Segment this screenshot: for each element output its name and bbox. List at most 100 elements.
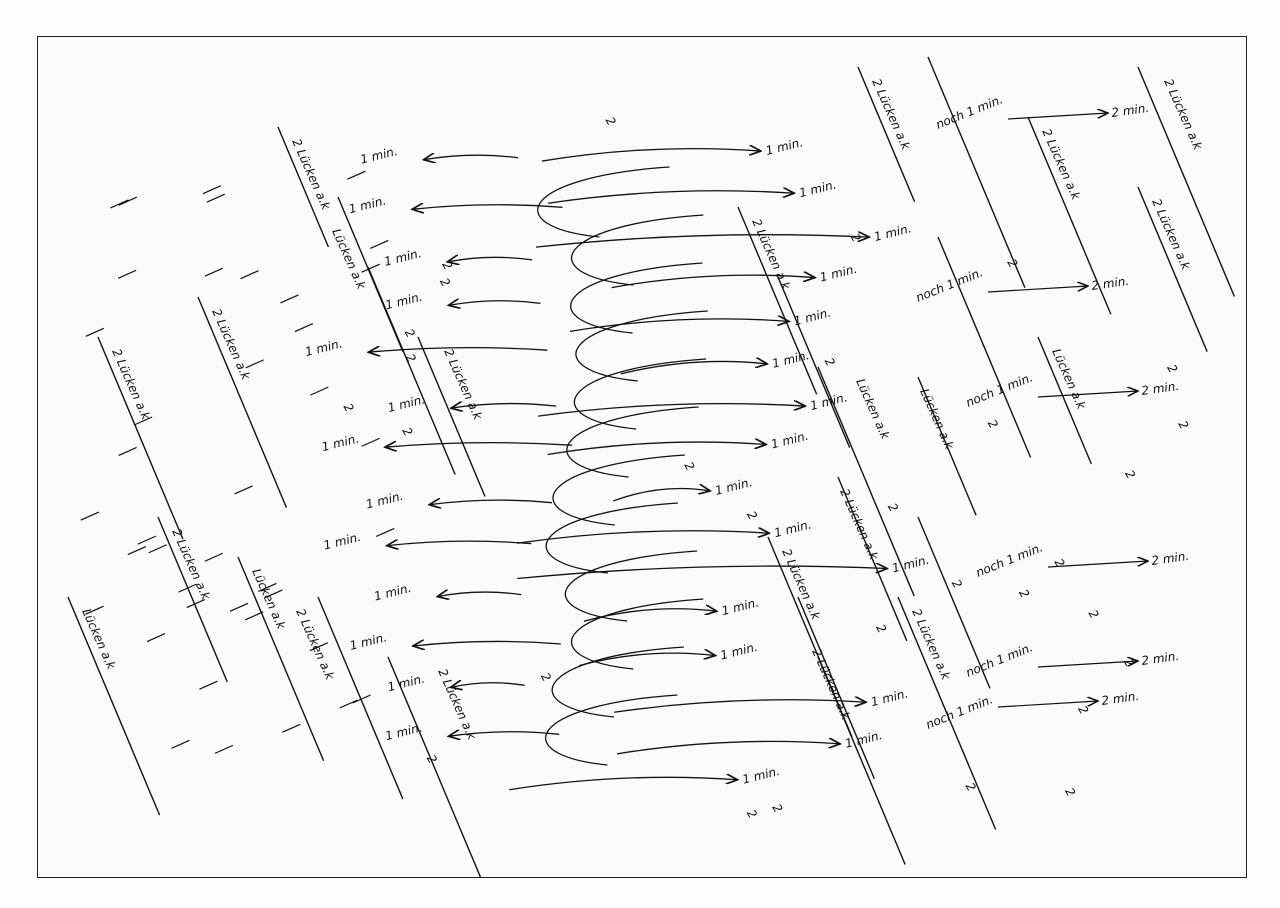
handwritten-label: 2 [873,622,889,636]
handwritten-label: 1 min. [873,221,913,244]
dash-mark [199,680,218,690]
handwritten-label: 2 Lücken a.k [209,307,253,383]
arrow-right [613,488,710,502]
handwritten-label: 1 min. [798,177,838,200]
handwritten-label: Lücken a.k [917,387,957,453]
handwritten-label: 2 [1122,468,1138,482]
handwritten-label: 1 min. [792,305,832,328]
handwritten-label: 2 min. [1090,274,1129,293]
diagonal-stroke [97,336,184,540]
handwritten-label: 2 [1004,256,1020,270]
diagonal-stroke [1137,66,1236,297]
dash-mark [148,544,167,554]
arrow-right [997,701,1098,708]
loop-curve [571,214,704,286]
handwritten-label: 2 Lücken a.k [441,347,485,423]
dash-mark [133,416,153,426]
handwritten-label: noch 1 min. [924,692,995,732]
diagonal-stroke [1037,336,1093,465]
loop-curve [571,598,704,670]
dash-mark [229,602,249,612]
loop-curve [545,502,678,574]
diagonal-stroke [1027,116,1112,315]
handwritten-label: 1 min. [347,193,387,216]
dash-mark [204,267,224,277]
handwritten-label: Lücken a.k [329,227,369,293]
handwritten-label: 2 min. [1100,689,1139,708]
handwritten-label: 2 [769,802,785,816]
diagonal-stroke [387,656,482,877]
handwritten-label: 1 min. [773,517,813,540]
handwritten-label: 1 min. [384,290,424,313]
dash-mark [204,552,224,562]
diagonal-stroke [817,366,915,597]
handwritten-label: 2 [1164,362,1180,376]
handwritten-label: 2 Lücken a.k [169,527,213,603]
graphic-score-sheet: noch 1 min.2 min.noch 1 min.2 min.noch 1… [37,36,1247,878]
handwritten-label: 2 [744,807,760,821]
dash-mark [117,269,137,279]
handwritten-label: 2 [341,401,357,415]
handwritten-label: 1 min. [386,392,426,415]
dash-mark [264,589,283,599]
handwritten-label: 2 [403,351,419,365]
handwritten-label: 2 [848,231,864,245]
dash-mark [294,322,314,333]
dash-mark [118,196,138,206]
dash-mark [361,263,380,273]
handwritten-label: 1 min. [304,336,344,359]
diagonal-stroke [237,556,325,762]
arrow-left [451,683,525,688]
handwritten-label: 1 min. [891,553,931,576]
arrow-left [424,155,519,160]
handwritten-label: 2 Lücken a.k [837,487,881,563]
diagonal-stroke [897,596,997,830]
handwritten-label: 1 min. [869,686,909,709]
dash-mark [214,744,234,754]
loop-curve [552,454,685,526]
handwritten-label: 2 [963,780,979,794]
dash-mark [240,270,259,280]
dash-mark [171,739,190,749]
diagonal-stroke [917,376,977,516]
handwritten-label: 2 Lücken a.k [909,607,953,683]
dash-mark [339,699,358,709]
arrow-right [541,149,761,162]
arrow-left [412,205,563,210]
diagonal-stroke [857,66,916,203]
diagonal-stroke [777,276,851,448]
dash-mark [370,239,389,250]
handwritten-label: 2 Lücken a.k [869,77,913,153]
handwritten-label: 2 [822,355,838,369]
diagonal-stroke [67,596,161,816]
handwritten-label: 1 min. [714,475,754,498]
handwritten-label: 2 [402,326,418,340]
handwritten-label: 2 [1052,556,1068,570]
dash-mark [245,359,264,369]
handwritten-label: 2 min. [1110,101,1149,120]
handwritten-label: 2 [399,425,415,439]
diagonal-stroke [1137,186,1208,352]
arrow-right [583,609,717,622]
loop-curve [566,406,699,478]
arrow-right [517,566,887,580]
dash-mark [80,511,100,521]
handwritten-label: 2 min. [1150,549,1189,568]
dash-mark [110,199,129,209]
handwritten-label: 2 [1062,785,1078,799]
dash-mark [137,535,157,545]
handwritten-label: 2 Lücken a.k [809,647,853,723]
arrow-left [451,404,557,409]
dash-mark [206,193,225,203]
handwritten-label: 1 min. [322,530,362,553]
handwritten-score-drawing: noch 1 min.2 min.noch 1 min.2 min.noch 1… [67,56,1236,877]
arrow-right [509,777,737,791]
handwritten-label: noch 1 min. [934,92,1005,132]
dash-mark [234,485,253,495]
handwritten-label: 1 min. [320,431,360,454]
handwritten-label: 2 [885,501,901,515]
arrow-right [614,700,866,713]
handwritten-label: 2 Lücken a.k [1039,127,1083,203]
handwritten-label: 2 [681,459,697,473]
arrow-right [535,235,869,248]
